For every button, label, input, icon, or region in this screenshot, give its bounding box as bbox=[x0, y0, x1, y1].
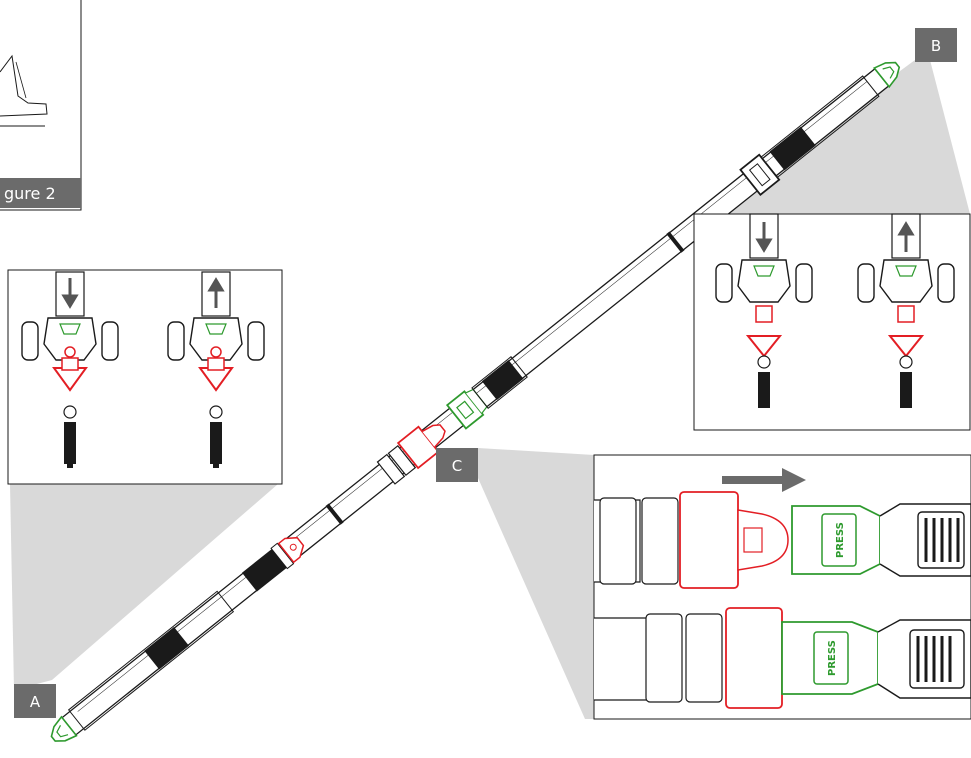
grip-upper-buckle bbox=[481, 360, 524, 400]
red-ring bbox=[277, 536, 305, 564]
detail-box-a bbox=[7, 269, 283, 485]
callout-label-c: C bbox=[436, 448, 478, 482]
callout-wedge-a bbox=[10, 484, 278, 690]
boot-drawing bbox=[0, 54, 48, 117]
label-b-text: B bbox=[931, 37, 941, 55]
detail-box-c: PRESS PRESS bbox=[593, 454, 971, 720]
grip-lower bbox=[144, 627, 189, 670]
grip-middle bbox=[241, 547, 289, 592]
buckle-closed: PRESS bbox=[594, 607, 971, 709]
label-c-text: C bbox=[452, 457, 462, 475]
tensioner-lock-view bbox=[167, 271, 265, 468]
tensioner-lock-view bbox=[857, 213, 955, 408]
buckle-open: PRESS bbox=[594, 491, 971, 589]
tensioner-release-view bbox=[21, 271, 119, 468]
figure-caption: gure 2 bbox=[4, 184, 56, 203]
tensioner-release-view bbox=[715, 213, 813, 408]
strap-mark bbox=[666, 231, 685, 253]
press-label: PRESS bbox=[835, 522, 846, 558]
center-buckle bbox=[376, 388, 488, 485]
callout-label-b: B bbox=[915, 28, 957, 62]
callout-label-a: A bbox=[14, 684, 56, 718]
label-a-text: A bbox=[30, 693, 41, 711]
callout-wedge-c bbox=[462, 448, 594, 719]
press-label: PRESS bbox=[827, 640, 838, 676]
strap bbox=[50, 61, 901, 742]
end-clip-b bbox=[872, 61, 901, 89]
grip-top bbox=[769, 126, 816, 171]
end-clip-a bbox=[50, 715, 78, 742]
figure-2-panel: gure 2 bbox=[0, 0, 82, 211]
detail-box-b bbox=[693, 213, 971, 431]
strap-mark bbox=[325, 503, 344, 525]
slide-arrow bbox=[722, 468, 806, 492]
